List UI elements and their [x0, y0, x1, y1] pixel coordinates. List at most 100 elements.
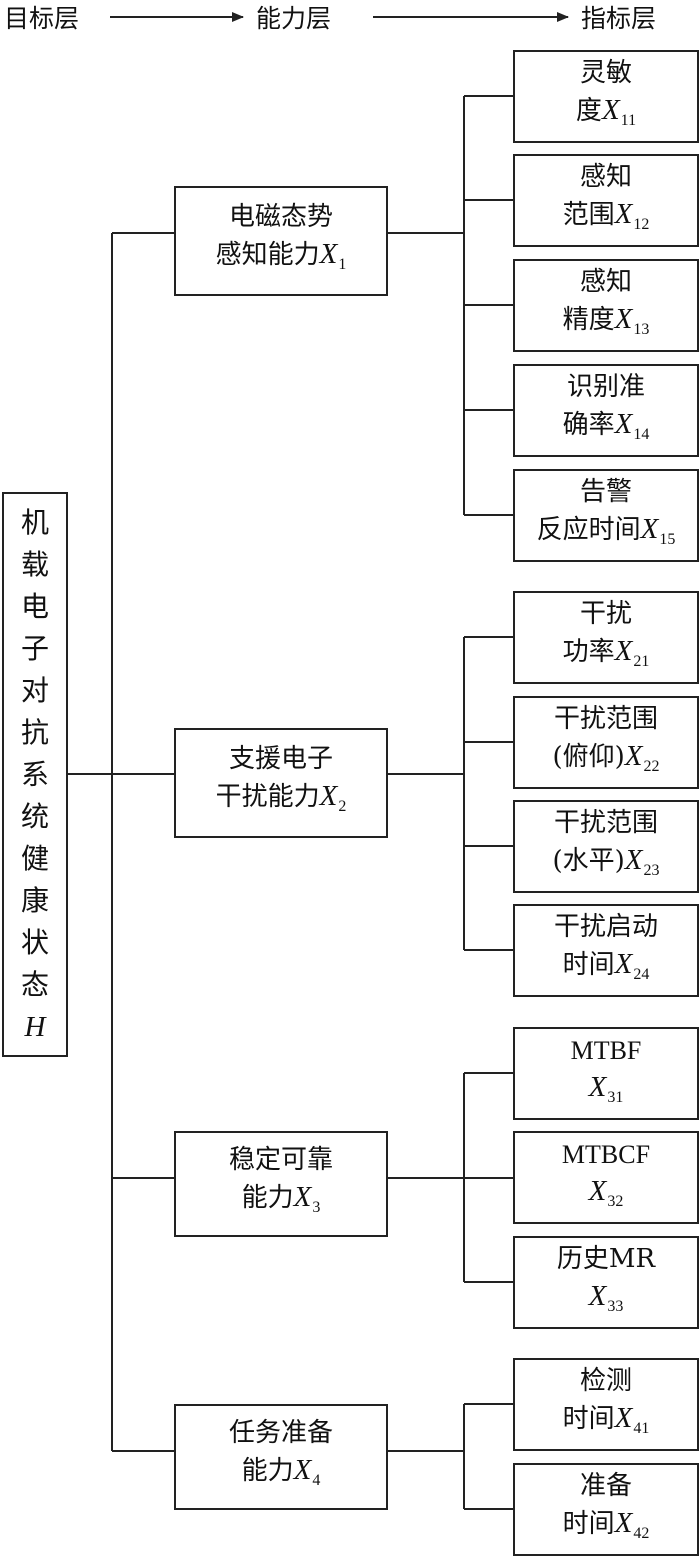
ability-1-var: X	[319, 238, 338, 270]
goal-node: 机 载 电 子 对 抗 系 统 健 康 状 态 H	[2, 492, 68, 1057]
indicator-41-var: X	[614, 1401, 633, 1434]
goal-char: 机	[20, 505, 49, 539]
indicator-23-line2: (水平)	[552, 845, 625, 876]
indicator-12-line1: 感知	[579, 161, 632, 192]
goal-char: 统	[20, 799, 49, 833]
indicator-11-line1: 灵敏	[579, 57, 632, 88]
ability-1-connectors	[388, 95, 513, 516]
indicator-23-line1: 干扰范围	[553, 807, 658, 838]
goal-char: 系	[20, 757, 49, 791]
indicator-31-line1: MTBF	[570, 1035, 642, 1065]
indicator-32-line1: MTBCF	[561, 1139, 651, 1169]
goal-char: 健	[20, 841, 49, 875]
indicator-15-line2: 反应时间	[536, 514, 641, 545]
goal-char: 态	[20, 967, 49, 1001]
indicator-node-23: 干扰范围 (水平)X23	[513, 800, 699, 893]
indicator-41-sub: 41	[633, 1419, 650, 1437]
goal-char: 子	[20, 631, 49, 665]
indicator-15-line1: 告警	[579, 476, 632, 507]
indicator-32-sub: 32	[607, 1192, 624, 1210]
indicator-24-var: X	[614, 947, 633, 980]
indicator-31-sub: 31	[607, 1088, 624, 1106]
indicator-21-line1: 干扰	[579, 598, 632, 629]
ability-3-var: X	[293, 1181, 312, 1213]
goal-connectors	[68, 232, 174, 1452]
ability-3-line1: 稳定可靠	[228, 1145, 333, 1175]
indicator-node-42: 准备 时间X42	[513, 1463, 699, 1556]
goal-char: 抗	[20, 715, 49, 749]
ability-3-sub: 3	[312, 1199, 321, 1216]
indicator-15-var: X	[640, 512, 659, 545]
indicator-13-line2: 精度	[562, 304, 615, 335]
indicator-42-line2: 时间	[562, 1508, 615, 1539]
indicator-node-24: 干扰启动 时间X24	[513, 904, 699, 997]
indicator-12-sub: 12	[633, 215, 650, 233]
ability-4-line1: 任务准备	[228, 1418, 333, 1448]
goal-char: 康	[20, 883, 49, 917]
indicator-23-sub: 23	[643, 861, 660, 879]
indicator-node-33: 历史MR X33	[513, 1236, 699, 1329]
indicator-12-var: X	[614, 197, 633, 230]
indicator-21-sub: 21	[633, 652, 650, 670]
indicator-node-14: 识别准 确率X14	[513, 364, 699, 457]
ability-4-sub: 4	[312, 1472, 321, 1489]
indicator-12-line2: 范围	[562, 199, 615, 230]
indicator-22-line1: 干扰范围	[553, 703, 658, 734]
indicator-42-var: X	[614, 1506, 633, 1539]
indicator-21-var: X	[614, 634, 633, 667]
indicator-22-var: X	[624, 739, 643, 772]
ability-2-line2: 干扰能力	[215, 782, 320, 812]
indicator-31-var: X	[588, 1070, 607, 1103]
ability-1-sub: 1	[338, 256, 347, 273]
indicator-node-31: MTBF X31	[513, 1027, 699, 1120]
ability-3-line2: 能力	[241, 1183, 294, 1213]
goal-symbol: H	[24, 1010, 46, 1043]
goal-char: 电	[20, 589, 49, 623]
indicator-node-21: 干扰 功率X21	[513, 591, 699, 684]
indicator-42-sub: 42	[633, 1524, 650, 1542]
ability-2-sub: 2	[338, 798, 347, 815]
ability-node-3: 稳定可靠 能力X3	[174, 1131, 388, 1237]
header-ability-layer: 能力层	[256, 4, 332, 33]
indicator-41-line1: 检测	[579, 1365, 632, 1396]
indicator-24-line1: 干扰启动	[553, 911, 658, 942]
indicator-15-sub: 15	[659, 530, 676, 548]
indicator-node-11: 灵敏 度X11	[513, 50, 699, 143]
ability-node-4: 任务准备 能力X4	[174, 1404, 388, 1510]
ability-3-connectors	[388, 1072, 513, 1283]
goal-char: 状	[20, 925, 49, 959]
indicator-13-sub: 13	[633, 320, 650, 338]
indicator-node-32: MTBCF X32	[513, 1131, 699, 1224]
goal-char: 载	[20, 547, 49, 581]
indicator-24-sub: 24	[633, 965, 650, 983]
indicator-13-line1: 感知	[579, 266, 632, 297]
header-indicator-layer: 指标层	[581, 4, 657, 33]
indicator-21-line2: 功率	[562, 636, 615, 667]
indicator-node-13: 感知 精度X13	[513, 259, 699, 352]
indicator-23-var: X	[624, 843, 643, 876]
indicator-33-var: X	[588, 1279, 607, 1312]
ability-4-var: X	[293, 1454, 312, 1486]
ability-node-2: 支援电子 干扰能力X2	[174, 728, 388, 838]
indicator-node-22: 干扰范围 (俯仰)X22	[513, 696, 699, 789]
indicator-22-line2: (俯仰)	[552, 741, 625, 772]
indicator-11-var: X	[601, 93, 620, 126]
indicator-node-15: 告警 反应时间X15	[513, 469, 699, 562]
ability-node-1: 电磁态势 感知能力X1	[174, 186, 388, 296]
indicator-11-sub: 11	[620, 111, 637, 129]
indicator-24-line2: 时间	[562, 949, 615, 980]
ability-4-connectors	[388, 1403, 513, 1510]
indicator-32-var: X	[588, 1174, 607, 1207]
indicator-22-sub: 22	[643, 757, 660, 775]
indicator-node-12: 感知 范围X12	[513, 154, 699, 247]
indicator-42-line1: 准备	[579, 1470, 632, 1501]
goal-char: 对	[20, 673, 49, 707]
ability-1-line1: 电磁态势	[228, 202, 333, 232]
indicator-14-sub: 14	[633, 425, 650, 443]
indicator-33-line1: 历史MR	[556, 1243, 656, 1274]
ability-1-line2: 感知能力	[215, 240, 320, 270]
ability-4-line2: 能力	[241, 1456, 294, 1486]
ability-2-connectors	[388, 636, 513, 951]
